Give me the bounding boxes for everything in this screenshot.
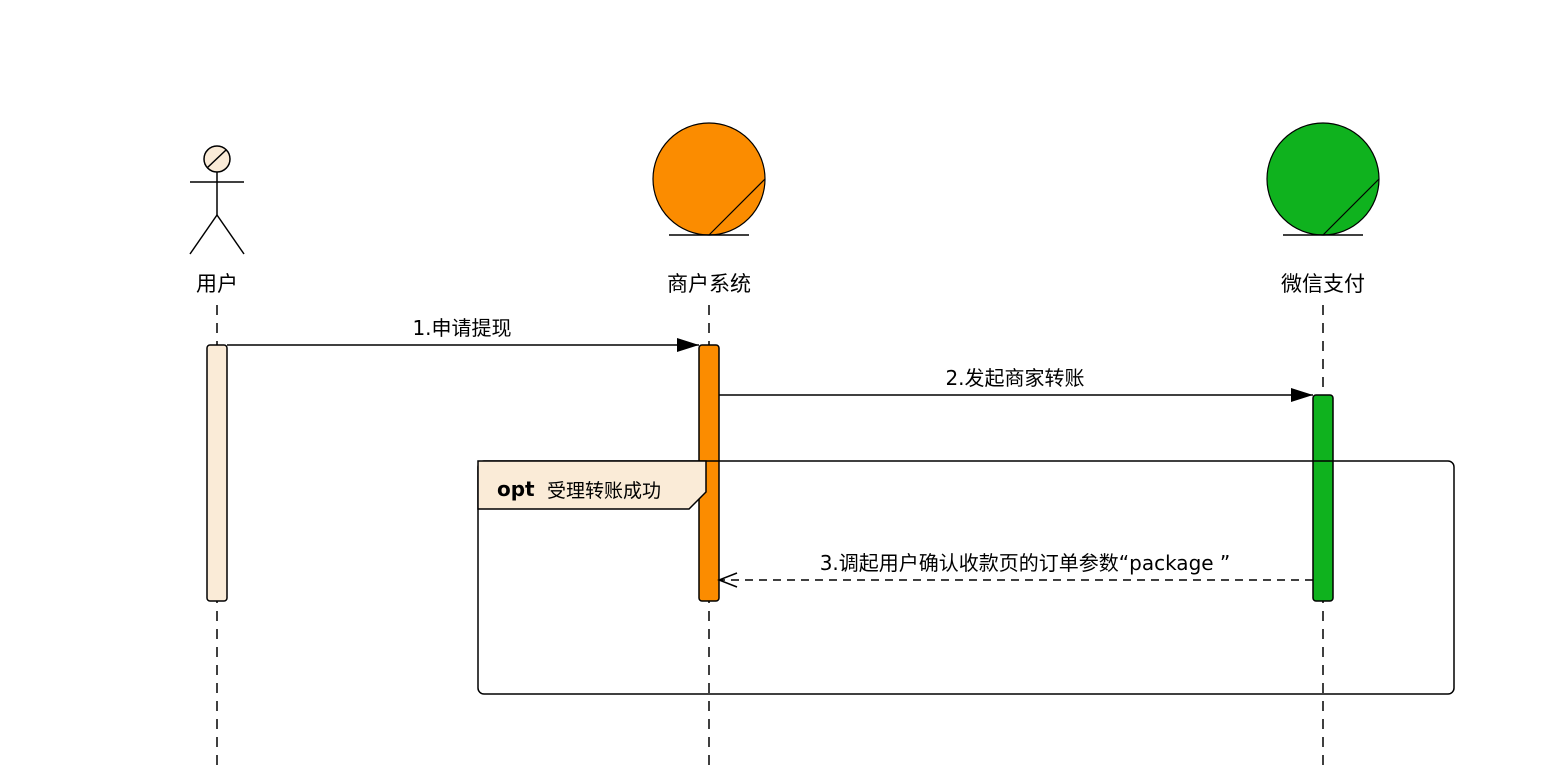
opt-fragment-guard: 受理转账成功 xyxy=(547,480,661,502)
opt-fragment-operator: opt xyxy=(497,477,535,501)
participant-label-wechat: 微信支付 xyxy=(1281,272,1365,296)
message-label-1: 1.申请提现 xyxy=(412,316,511,340)
activation-bar-wechat xyxy=(1312,394,1334,602)
opt-fragment-frame xyxy=(477,460,1455,695)
participant-label-merchant: 商户系统 xyxy=(667,272,751,296)
user-actor-icon[interactable] xyxy=(189,145,245,255)
message-label-2: 2.发起商家转账 xyxy=(945,366,1084,390)
message-label-3: 3.调起用户确认收款页的订单参数“package ” xyxy=(820,551,1231,575)
opt-fragment-tab xyxy=(477,460,707,510)
merchant-entity-icon[interactable] xyxy=(652,122,766,236)
wechat-entity-icon[interactable] xyxy=(1266,122,1380,236)
participant-label-user: 用户 xyxy=(196,272,238,296)
activation-bar-user xyxy=(206,344,228,602)
